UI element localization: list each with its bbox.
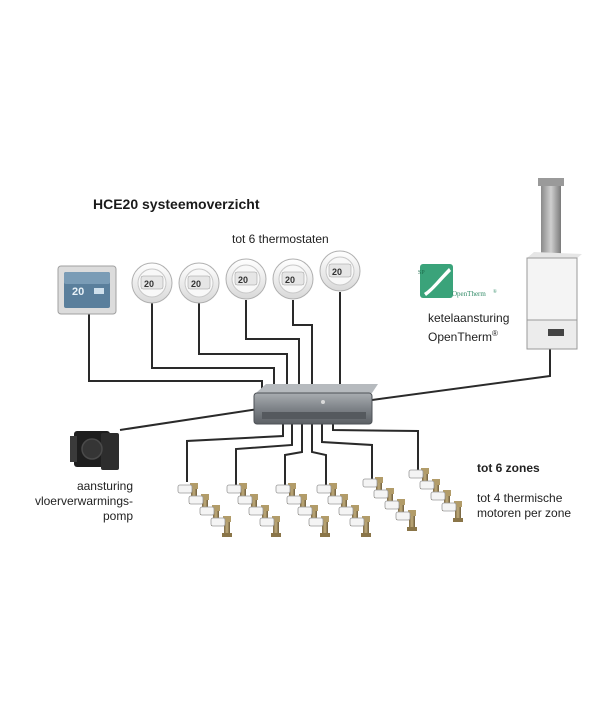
controller-led [321, 400, 325, 404]
floor-heating-pump [70, 431, 119, 470]
round-thermostat-5-temperature: 20 [332, 267, 342, 277]
boiler-label-line2: OpenTherm® [428, 326, 528, 345]
boiler-label-trademark: ® [492, 329, 498, 338]
zone-actuators [177, 468, 463, 537]
zones-heading: tot 6 zones [477, 461, 540, 475]
cable-thermostat-1 [151, 300, 275, 393]
motors-label-line1: tot 4 thermische [477, 491, 563, 505]
zone-6-motor-4 [441, 501, 463, 522]
round-thermostat-1: 20 [131, 262, 173, 304]
zone-4-actuators [316, 483, 371, 537]
zone-2-motor-4 [259, 516, 281, 537]
cable-touch-thermostat [88, 313, 263, 393]
cable-thermostat-2 [198, 300, 288, 393]
pump-label-line3: pomp [102, 509, 133, 523]
pump-label-line1: aansturing [76, 479, 133, 493]
round-thermostats: 20 20 20 20 20 [131, 250, 361, 304]
cable-boiler [371, 349, 551, 401]
cable-zone-5 [321, 424, 373, 480]
pump-label-line2: vloerverwarmings- [34, 494, 133, 508]
controller-body [253, 392, 373, 425]
cable-zone-2 [235, 424, 293, 486]
touch-thermostat: 20 [57, 265, 117, 315]
hce20-controller [253, 384, 378, 425]
opentherm-logo: SP OpenTherm ® [418, 264, 497, 298]
round-thermostat-5: 20 [319, 250, 361, 292]
boiler-display [548, 329, 564, 336]
zone-4-motor-4 [349, 516, 371, 537]
boiler-label: ketelaansturing OpenTherm® [428, 311, 528, 345]
round-thermostat-1-temperature: 20 [144, 279, 154, 289]
touch-thermostat-icon [94, 288, 104, 294]
zone-1-motor-4 [210, 516, 232, 537]
cable-zone-1 [186, 424, 284, 482]
touch-thermostat-screen-glare [64, 272, 110, 284]
controller-terminal-strip [262, 412, 366, 419]
motors-label: tot 4 thermische motoren per zone [477, 491, 587, 521]
round-thermostat-3-temperature: 20 [238, 275, 248, 285]
pump-label: aansturing vloerverwarmings- pomp [20, 479, 133, 524]
zone-2-actuators [226, 483, 281, 537]
zone-5-actuators [362, 477, 417, 531]
cable-zone-6 [332, 424, 419, 471]
opentherm-logo-trademark: ® [493, 289, 497, 295]
zone-3-motor-4 [308, 516, 330, 537]
round-thermostat-2: 20 [178, 262, 220, 304]
cable-zone-3 [284, 424, 303, 486]
zone-6-actuators [408, 468, 463, 522]
round-thermostat-2-temperature: 20 [191, 279, 201, 289]
cable-zone-4 [311, 424, 327, 486]
boiler-label-opentherm: OpenTherm [428, 330, 493, 344]
boiler-label-line1: ketelaansturing [428, 311, 510, 325]
round-thermostat-3: 20 [225, 258, 267, 300]
controller-top [256, 384, 378, 393]
opentherm-logo-text: OpenTherm [452, 290, 486, 298]
opentherm-logo-mark-text: SP [418, 270, 425, 276]
thermostats-label: tot 6 thermostaten [232, 232, 329, 246]
opentherm-logo-swoosh [424, 268, 451, 296]
boiler-flue-cap [538, 178, 564, 186]
pump-flange [70, 436, 77, 462]
motors-label-line2: motoren per zone [477, 506, 572, 520]
zone-3-actuators [275, 483, 330, 537]
wiring [88, 292, 551, 486]
pump-motor [101, 433, 119, 470]
cable-thermostat-4 [292, 300, 313, 393]
page-title: HCE20 systeemoverzicht [93, 196, 260, 212]
zone-5-motor-4 [395, 510, 417, 531]
round-thermostat-4-temperature: 20 [285, 275, 295, 285]
cable-thermostat-3 [245, 300, 300, 393]
touch-thermostat-temperature: 20 [72, 286, 84, 298]
boiler-flue [541, 178, 561, 260]
pump-hub [81, 438, 103, 460]
round-thermostat-4: 20 [272, 258, 314, 300]
cable-pump [119, 408, 259, 431]
boiler [526, 178, 582, 350]
zone-1-actuators [177, 483, 232, 537]
